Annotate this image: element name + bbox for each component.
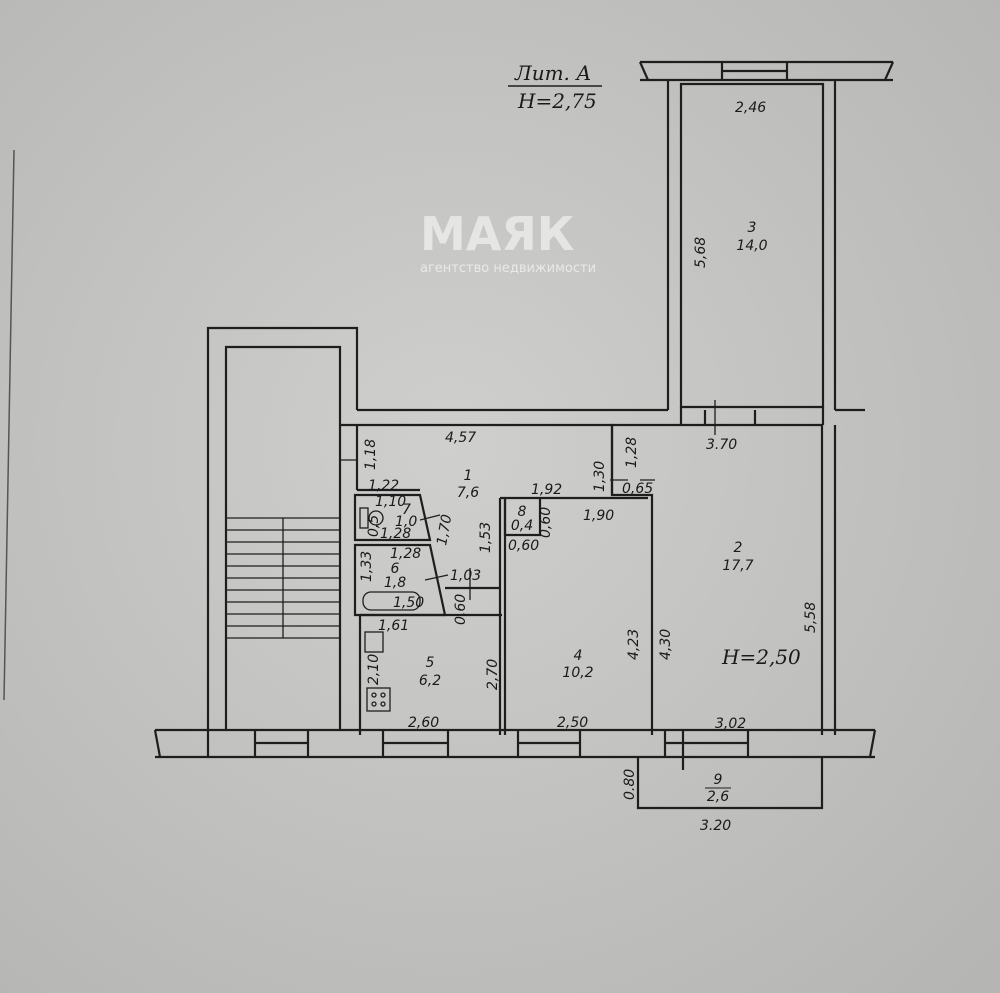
dim-r1-g: 1,03	[450, 568, 481, 584]
room-4-area: 10,2	[562, 665, 593, 681]
dim-r3-width: 2,46	[735, 100, 766, 116]
stove-icon	[366, 687, 391, 712]
dim-r5-width: 2,60	[408, 715, 439, 731]
room-6-area: 1,8	[384, 575, 406, 591]
ceiling-height-label: H=2,75	[517, 89, 597, 113]
dim-r1-width: 4,57	[445, 430, 476, 446]
dim-bath: 1,50	[393, 595, 424, 611]
dim-r6-width: 1,28	[390, 546, 421, 562]
dim-r2-height: 5,58	[803, 602, 819, 633]
room-6-number: 6	[391, 561, 400, 577]
room-2-number: 2	[734, 540, 743, 556]
dim-r2-a: 1,28	[624, 437, 640, 468]
dim-r4-width: 2,50	[557, 715, 588, 731]
room-4-number: 4	[574, 648, 583, 664]
dim-r3-height: 5,68	[693, 237, 709, 268]
room-3-area: 14,0	[736, 238, 767, 254]
room-1-area: 7,6	[457, 485, 479, 501]
dim-r1-b: 1,92	[531, 482, 562, 498]
room-8-number: 8	[518, 504, 527, 520]
exterior-wall	[153, 728, 877, 770]
dim-r7-width: 1,10	[375, 494, 406, 510]
stairwell	[206, 326, 359, 757]
room-2-area: 17,7	[722, 558, 753, 574]
dim-r5-left: 2,10	[366, 654, 382, 685]
room-labels: 3 14,0 2 17,7 H=2,50 1 7,6 4 10,2 5 6,2 …	[384, 220, 801, 805]
room-5-number: 5	[426, 655, 435, 671]
dim-r5-top: 1,61	[378, 618, 409, 634]
room-8-area: 0,4	[511, 518, 533, 534]
room-9-area: 2,6	[707, 789, 729, 805]
dim-r1-c: 1,30	[592, 461, 608, 492]
dim-r2-width: 3,02	[715, 716, 746, 732]
dim-r1-height: 1,18	[363, 439, 379, 470]
dim-r1-f: 1,53	[478, 522, 494, 553]
room-7-area: 1,0	[395, 514, 417, 530]
dim-r6-height: 1,33	[359, 551, 375, 582]
dim-r1-e: 1,70	[434, 513, 455, 547]
lit-label: Лит. А	[514, 61, 591, 85]
dim-r7-c: 0,5	[366, 515, 382, 537]
dim-r9-height: 0.80	[622, 769, 638, 800]
dim-r1-d: 1,90	[583, 508, 614, 524]
dim-r8-height: 0,60	[538, 507, 554, 538]
dim-r5-height: 2,70	[485, 659, 501, 690]
apartment-walls	[340, 400, 837, 735]
dimension-labels: 2,46 5,68 3.70 5,58 3,02 4,30 1,28 0,65 …	[359, 100, 819, 834]
room-3-number: 3	[748, 220, 757, 236]
sink-icon	[364, 631, 384, 653]
paper-edge	[3, 149, 15, 701]
room-1-number: 1	[464, 468, 473, 484]
toilet-icon	[359, 507, 369, 529]
dim-r2-inner: 4,30	[658, 629, 674, 660]
dim-r1-a: 1,22	[368, 478, 399, 494]
room-7-number: 7	[402, 502, 411, 518]
room-9-number: 9	[714, 772, 723, 788]
room-5-area: 6,2	[419, 673, 441, 689]
dim-r6-gap: 0,60	[453, 594, 469, 625]
balcony	[636, 757, 824, 810]
dim-r2-b: 0,65	[622, 481, 653, 497]
dim-r9-width: 3.20	[700, 818, 731, 834]
watermark-subtitle: агентство недвижимости	[420, 261, 596, 276]
bathtub-icon	[362, 591, 421, 611]
dim-r7-b: 1,28	[380, 526, 411, 542]
watermark-brand: МАЯК	[420, 207, 574, 261]
room-2-height: H=2,50	[721, 645, 801, 669]
dim-r2-top: 3.70	[706, 437, 737, 453]
dim-r4-height: 4,23	[626, 629, 642, 660]
room-3-walls	[638, 60, 895, 425]
dim-r8-width: 0,60	[508, 538, 539, 554]
